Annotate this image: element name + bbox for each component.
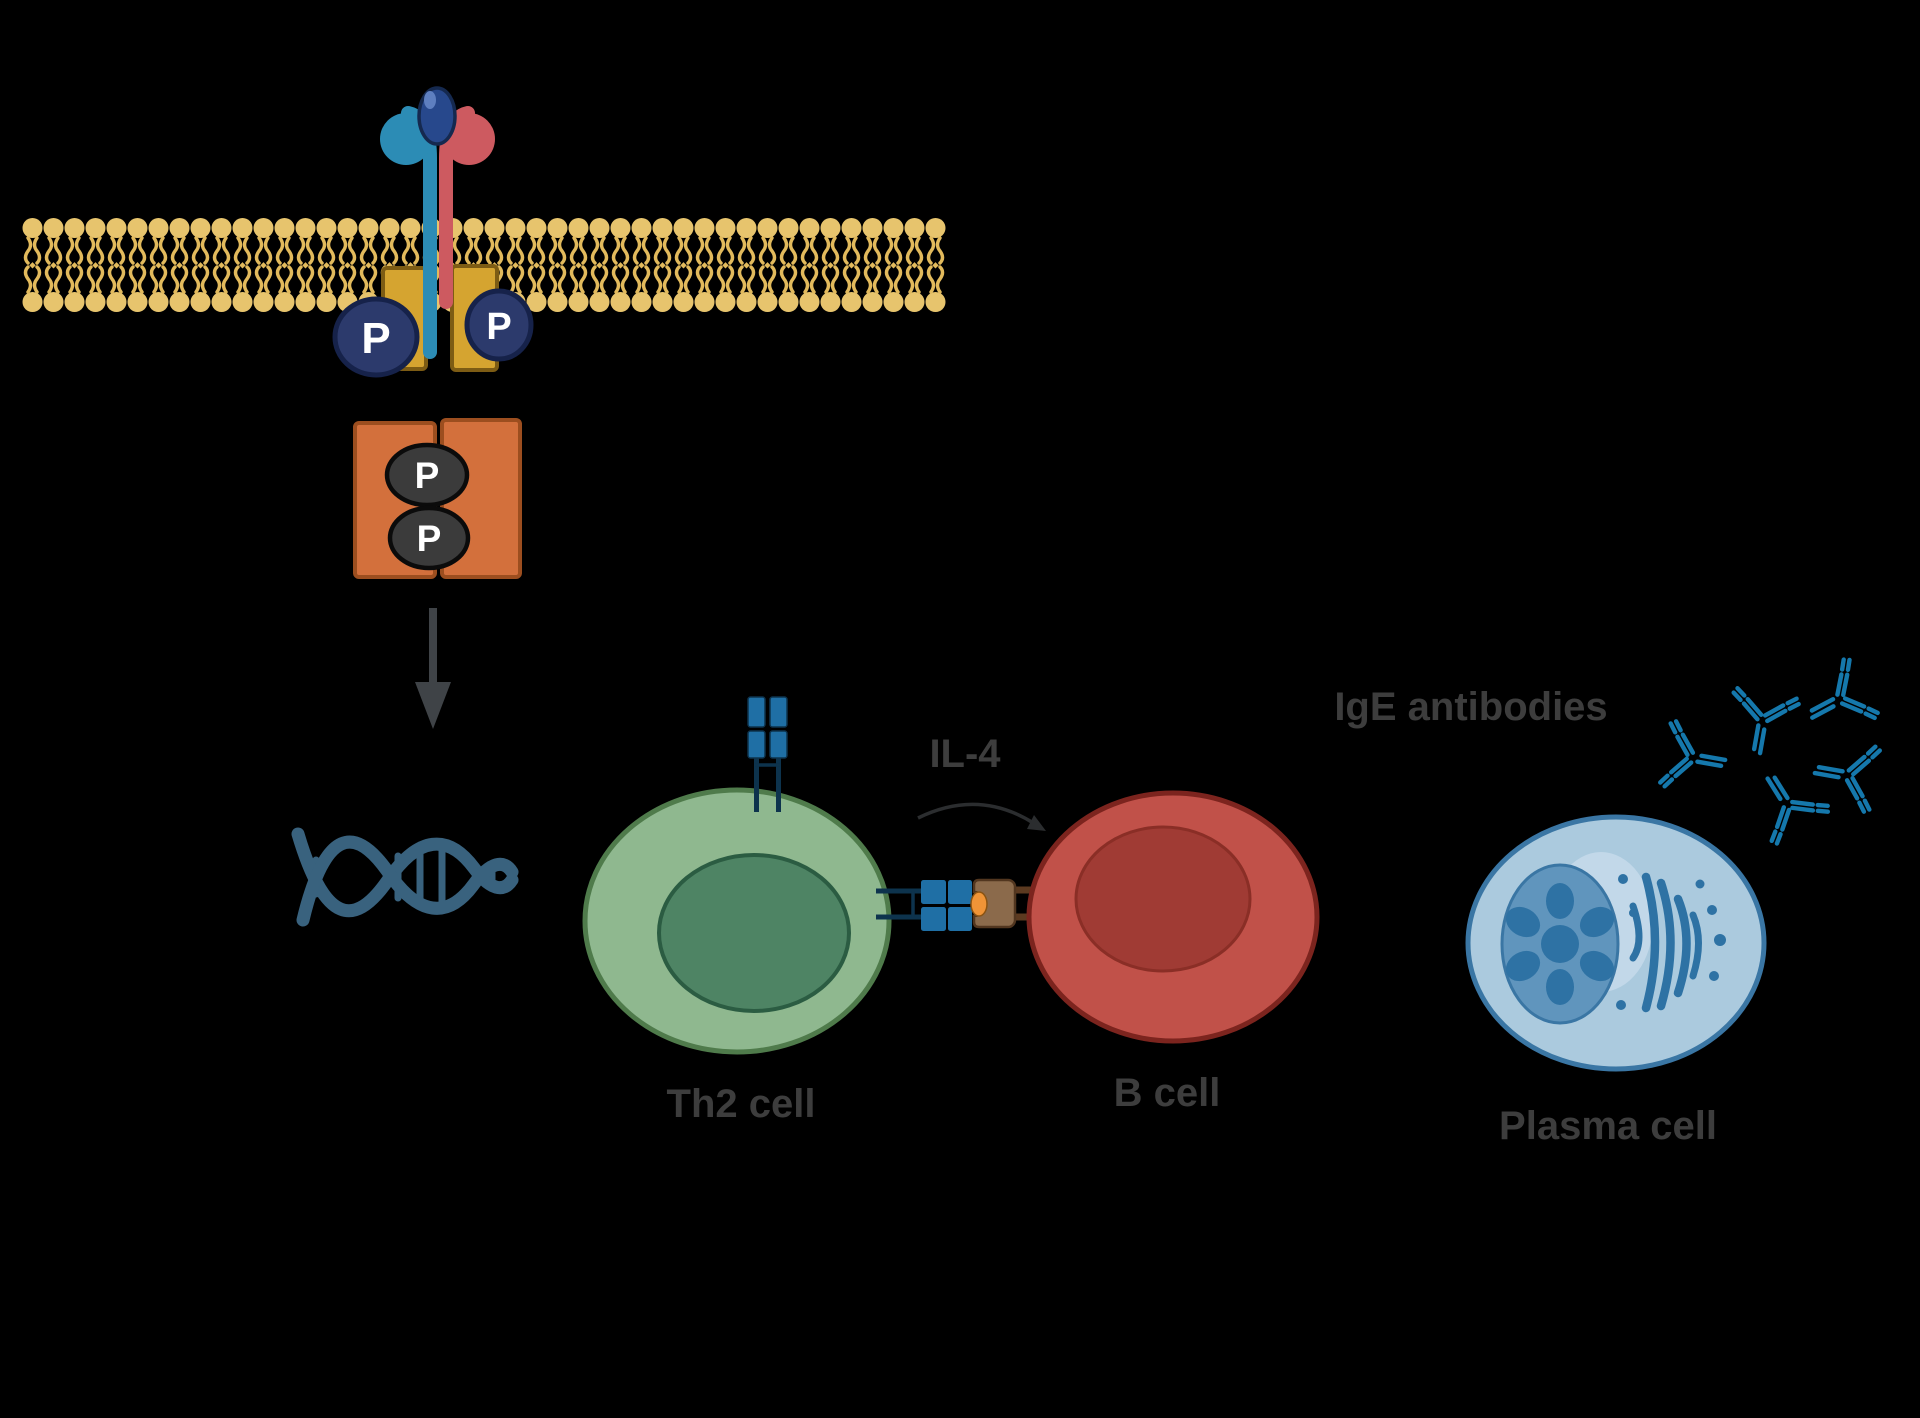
ige-antibody-y-icon <box>1810 737 1881 812</box>
il4-label: IL-4 <box>929 732 1001 776</box>
phosphate-p-badge-icon: P P <box>332 288 534 378</box>
t-cell-receptor-icon <box>876 880 972 931</box>
ige-antibodies-label: IgE antibodies <box>1334 685 1607 729</box>
phospho-label: P <box>417 518 442 559</box>
antigen-peptide-icon <box>970 891 988 917</box>
ige-antibody-y-icon <box>1724 688 1799 759</box>
plasma-cell-icon <box>1465 814 1767 1072</box>
golgi-icon <box>1629 872 1702 1013</box>
t-cell-receptor-icon <box>747 696 788 812</box>
plasma-cell-label: Plasma cell <box>1499 1104 1717 1148</box>
ige-antibody-y-icon <box>1795 657 1879 743</box>
th2-cell-label: Th2 cell <box>667 1082 816 1126</box>
il4-secretion-arrow-icon <box>917 802 1046 831</box>
ige-antibody-y-icon <box>1660 720 1731 795</box>
dna-helix-icon <box>291 827 519 927</box>
il4-cytokine-icon <box>417 86 457 146</box>
phospho-label: P <box>415 455 440 496</box>
signal-arrow-down-icon <box>415 608 451 729</box>
th2-cell-icon <box>582 787 892 1055</box>
b-cell-label: B cell <box>1114 1071 1221 1115</box>
phospho-label: P <box>486 306 511 348</box>
phospho-label: P <box>361 314 390 363</box>
nucleus-wheel-icon <box>1505 883 1615 1005</box>
stat6-dimer-icon: P P <box>353 418 522 579</box>
b-cell-icon <box>1026 790 1320 1044</box>
ige-antibodies-cluster <box>1660 657 1881 845</box>
vesicle-dots-icon <box>1616 874 1726 1010</box>
